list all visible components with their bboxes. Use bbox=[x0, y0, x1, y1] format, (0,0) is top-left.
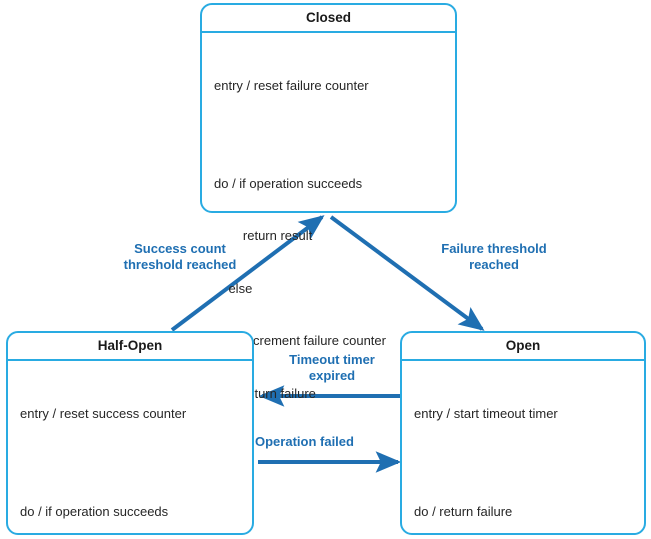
transition-label-success-count-threshold-reached: Success count threshold reached bbox=[123, 241, 237, 272]
state-box-closed[interactable]: Closed entry / reset failure counter do … bbox=[200, 3, 457, 498]
state-title-open: Open bbox=[402, 333, 644, 361]
state-line: do / if operation succeeds bbox=[214, 175, 363, 191]
transition-label-failure-threshold-reached: Failure threshold reached bbox=[441, 241, 547, 272]
state-box-half-open[interactable]: Half-Open entry / reset success counter … bbox=[6, 331, 254, 535]
state-line: entry / reset success counter bbox=[20, 406, 187, 421]
transition-label-timeout-timer-expired: Timeout timer expired bbox=[289, 352, 375, 383]
state-line: entry / reset failure counter bbox=[214, 78, 369, 93]
state-title-closed: Closed bbox=[202, 5, 455, 33]
state-line-blank bbox=[20, 458, 252, 468]
state-line: do / if operation succeeds bbox=[20, 503, 169, 519]
state-line: entry / start timeout timer bbox=[414, 406, 558, 421]
state-line: increment failure counter bbox=[214, 333, 386, 348]
state-line: else bbox=[214, 280, 253, 296]
state-line-blank bbox=[214, 130, 455, 140]
state-line-blank bbox=[414, 458, 644, 468]
state-body-closed: entry / reset failure counter do / if op… bbox=[202, 33, 455, 535]
state-body-open: entry / start timeout timer do / return … bbox=[402, 361, 644, 539]
state-line: return result bbox=[214, 228, 313, 243]
state-body-half-open: entry / reset success counter do / if op… bbox=[8, 361, 252, 539]
state-line: do / return failure bbox=[414, 503, 513, 519]
transition-label-operation-failed: Operation failed bbox=[255, 434, 354, 449]
state-title-half-open: Half-Open bbox=[8, 333, 252, 361]
state-box-open[interactable]: Open entry / start timeout timer do / re… bbox=[400, 331, 646, 535]
